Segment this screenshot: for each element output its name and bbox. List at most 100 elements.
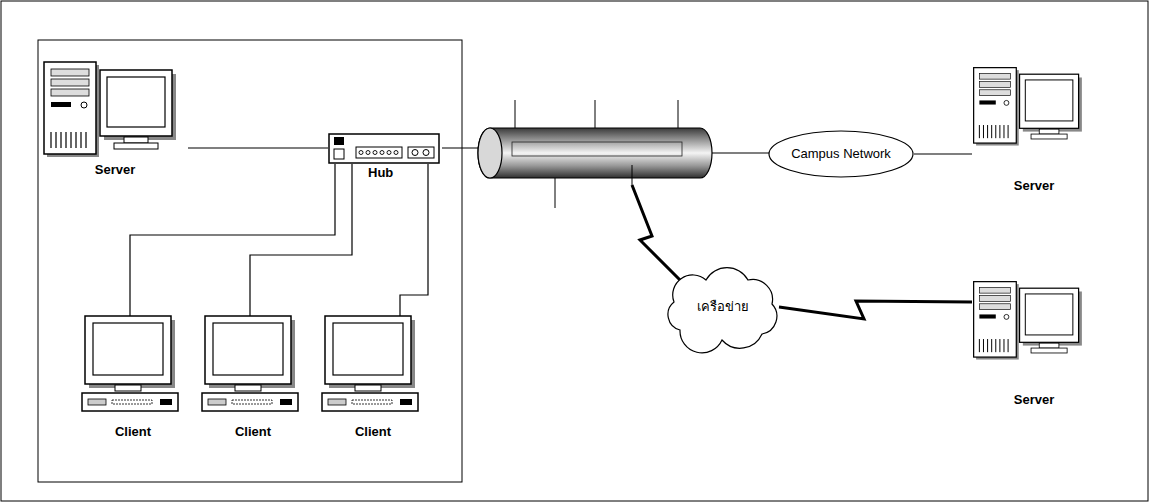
monitor-case xyxy=(205,316,291,384)
server-icon xyxy=(974,68,1082,146)
desktop-case xyxy=(322,393,418,411)
monitor-neck xyxy=(355,385,381,391)
vent xyxy=(70,132,71,148)
port xyxy=(373,151,377,155)
network-cable xyxy=(914,153,972,154)
floppy-slot xyxy=(979,314,995,318)
monitor-screen xyxy=(1025,294,1073,335)
tap-line xyxy=(555,178,556,208)
vent xyxy=(1008,339,1009,352)
vent xyxy=(85,132,86,148)
port xyxy=(394,151,398,155)
hub-case xyxy=(329,134,439,163)
drive-bay xyxy=(328,399,346,405)
device-label: Client xyxy=(80,424,186,440)
ellipse-node: Campus Network xyxy=(768,130,914,178)
monitor-case xyxy=(325,316,411,384)
port-block xyxy=(356,147,402,158)
monitor-neck xyxy=(1039,343,1059,348)
power-button xyxy=(1004,314,1009,319)
drive-bay xyxy=(208,399,226,405)
device-label: Server xyxy=(972,392,1096,408)
drive-bay xyxy=(979,90,1010,96)
vent xyxy=(999,125,1000,138)
power-button xyxy=(160,399,172,405)
device-label: Hub xyxy=(368,165,448,181)
drive-bay xyxy=(979,296,1010,302)
monitor-screen xyxy=(333,323,403,375)
vent xyxy=(75,132,76,148)
hub-backbone-wire xyxy=(442,147,482,148)
network-ellipse xyxy=(769,131,913,177)
server-outline xyxy=(42,60,182,162)
desktop-case xyxy=(82,393,178,411)
desktop-case xyxy=(202,393,298,411)
client-outline xyxy=(80,316,180,424)
client-outline xyxy=(320,316,420,424)
drive-bay xyxy=(979,287,1010,293)
device-label: Server xyxy=(972,178,1096,194)
network-cloud xyxy=(668,268,777,353)
vent xyxy=(983,125,984,138)
vent xyxy=(352,400,392,404)
network-cable xyxy=(188,147,328,148)
vent xyxy=(987,125,988,138)
vent xyxy=(65,132,66,148)
device-label: Server xyxy=(42,162,188,178)
port xyxy=(412,150,418,156)
monitor-base xyxy=(1031,348,1067,353)
network-label: Campus Network xyxy=(791,146,891,162)
drive-bay xyxy=(51,89,89,96)
port xyxy=(380,151,384,155)
wireless-link xyxy=(779,301,972,319)
hub-node: Hub xyxy=(328,133,448,185)
vent xyxy=(80,132,81,148)
vent xyxy=(991,339,992,352)
cylinder-inner xyxy=(512,142,682,156)
client-node: Client xyxy=(320,316,426,451)
port-block xyxy=(408,147,434,158)
vent xyxy=(983,339,984,352)
network-cable xyxy=(250,164,352,316)
server-outline xyxy=(972,280,1090,392)
tower-case xyxy=(974,68,1017,143)
monitor-neck xyxy=(1039,129,1059,134)
backbone-campus-wire xyxy=(710,152,770,153)
server-icon xyxy=(44,62,176,157)
drive-bay xyxy=(979,304,1010,310)
monitor-base xyxy=(114,143,158,149)
tower-case xyxy=(44,62,96,154)
backbone-cylinder xyxy=(478,100,712,208)
cylinder-end xyxy=(478,128,502,178)
device-label: Client xyxy=(320,424,426,440)
vent xyxy=(995,125,996,138)
tap-line xyxy=(632,165,633,185)
tower-case xyxy=(974,282,1017,357)
vent xyxy=(232,400,272,404)
cloud-node: เครือข่าย xyxy=(660,268,785,346)
vent xyxy=(987,339,988,352)
hub-led xyxy=(334,137,344,145)
monitor-neck xyxy=(115,385,141,391)
floppy-slot xyxy=(51,102,71,107)
server-node: Server xyxy=(42,60,188,195)
device-label: Client xyxy=(200,424,306,440)
monitor-screen xyxy=(213,323,283,375)
vent xyxy=(999,339,1000,352)
drive-bay xyxy=(88,399,106,405)
server-outline xyxy=(972,66,1090,178)
vent xyxy=(979,125,980,138)
vent xyxy=(1003,339,1004,352)
monitor-screen xyxy=(1025,80,1073,121)
client-node: Client xyxy=(80,316,186,451)
vent xyxy=(1003,125,1004,138)
power-button xyxy=(280,399,292,405)
port xyxy=(359,151,363,155)
client-icon xyxy=(202,316,298,411)
vent xyxy=(1008,125,1009,138)
monitor-neck xyxy=(235,385,261,391)
monitor-neck xyxy=(124,137,148,143)
